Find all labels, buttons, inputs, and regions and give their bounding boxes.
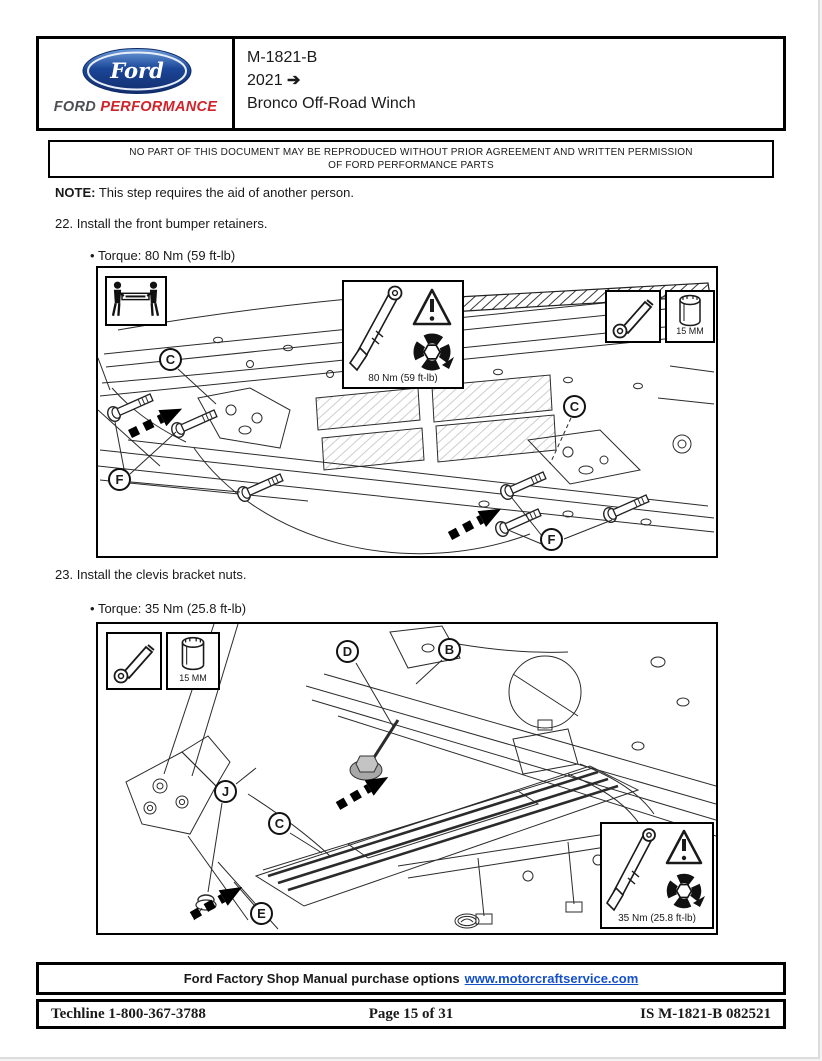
ratchet-tool-box (605, 290, 661, 343)
shop-manual-text: Ford Factory Shop Manual purchase option… (183, 971, 460, 986)
ford-script-text: Ford (109, 58, 164, 83)
torque-spec-box: 35 Nm (25.8 ft-lb) (600, 822, 714, 929)
underbody-line-art (125, 624, 716, 930)
footer-info-bar: Page 15 of 31 Techline 1-800-367-3788 IS… (36, 999, 786, 1029)
step-22-torque-text: Torque: 80 Nm (59 ft-lb) (97, 248, 236, 263)
callout-d: D (336, 640, 359, 663)
step-22-number: 22. (55, 216, 74, 231)
callout-e: E (250, 902, 273, 925)
callout-c: C (268, 812, 291, 835)
model-year: 2021 (247, 72, 283, 89)
page-indicator: Page 15 of 31 (368, 1005, 454, 1022)
ratchet-wrench-icon (113, 644, 155, 684)
step-23-number: 23. (55, 567, 74, 582)
title-cell: M-1821-B 2021 ➔ Bronco Off-Road Winch (235, 39, 783, 128)
logo-cell: Ford FORD PERFORMANCE (39, 39, 235, 128)
step-22-text: Install the front bumper retainers. (76, 216, 268, 231)
two-person-lift-box (105, 276, 167, 326)
step-22: 22. Install the front bumper retainers. (55, 216, 267, 231)
year-arrow-icon: ➔ (287, 72, 301, 89)
step-23-torque: • Torque: 35 Nm (25.8 ft-lb) (90, 601, 246, 616)
bullet-icon: • (90, 248, 95, 263)
ford-logo-icon: Ford (82, 48, 192, 94)
copyright-notice-box: NO PART OF THIS DOCUMENT MAY BE REPRODUC… (48, 140, 774, 178)
figure-front-bumper-retainers: 80 Nm (59 ft-lb) 15 MM C (96, 266, 718, 558)
callout-f-left: F (108, 468, 131, 491)
callout-c-left: C (159, 348, 182, 371)
shop-manual-banner: Ford Factory Shop Manual purchase option… (36, 962, 786, 995)
note-line: NOTE: This step requires the aid of anot… (55, 185, 354, 200)
socket-size-label: 15 MM (179, 673, 207, 683)
copyright-notice-text: NO PART OF THIS DOCUMENT MAY BE REPRODUC… (129, 147, 693, 171)
socket-tool-box: 15 MM (166, 632, 220, 690)
torque-wrench-warning-icon (605, 828, 705, 912)
ratchet-wrench-icon (612, 299, 654, 339)
ratchet-tool-box (106, 632, 162, 690)
torque-value-label: 80 Nm (59 ft-lb) (368, 373, 438, 384)
figure-clevis-bracket-nuts: 15 MM 35 Nm (25.8 ft-lb) (96, 622, 718, 935)
doc-id-stamp: IS M-1821-B 082521 (640, 1005, 771, 1022)
callout-c-right: C (563, 395, 586, 418)
bullet-icon: • (90, 601, 95, 616)
step-22-torque: • Torque: 80 Nm (59 ft-lb) (90, 248, 235, 263)
techline-phone: Techline 1-800-367-3788 (51, 1005, 206, 1022)
socket-size-label: 15 MM (676, 326, 704, 336)
torque-spec-box: 80 Nm (59 ft-lb) (342, 280, 464, 389)
two-person-lift-icon (111, 281, 160, 317)
callout-f-right: F (540, 528, 563, 551)
brand-line: FORD PERFORMANCE (39, 99, 232, 115)
step-23-torque-text: Torque: 35 Nm (25.8 ft-lb) (97, 601, 247, 616)
callout-j: J (214, 780, 237, 803)
motorcraftservice-link[interactable]: www.motorcraftservice.com (464, 971, 639, 986)
torque-value-label: 35 Nm (25.8 ft-lb) (618, 913, 696, 924)
doc-number: M-1821-B (247, 49, 318, 66)
header: Ford FORD PERFORMANCE M-1821-B 2021 ➔ Br… (36, 36, 786, 131)
note-label: NOTE: (55, 185, 96, 200)
socket-tool-box: 15 MM (665, 290, 715, 343)
brand-ford: FORD (53, 99, 97, 115)
note-text: This step requires the aid of another pe… (98, 185, 354, 200)
step-23: 23. Install the clevis bracket nuts. (55, 567, 247, 582)
model-year-line: 2021 ➔ (247, 69, 783, 92)
callout-b: B (438, 638, 461, 661)
brand-performance: PERFORMANCE (100, 99, 218, 115)
socket-15mm-icon (679, 294, 701, 327)
product-title: Bronco Off-Road Winch (247, 95, 416, 112)
socket-15mm-icon (181, 636, 205, 671)
torque-wrench-warning-icon (348, 285, 454, 372)
step-23-text: Install the clevis bracket nuts. (76, 567, 247, 582)
